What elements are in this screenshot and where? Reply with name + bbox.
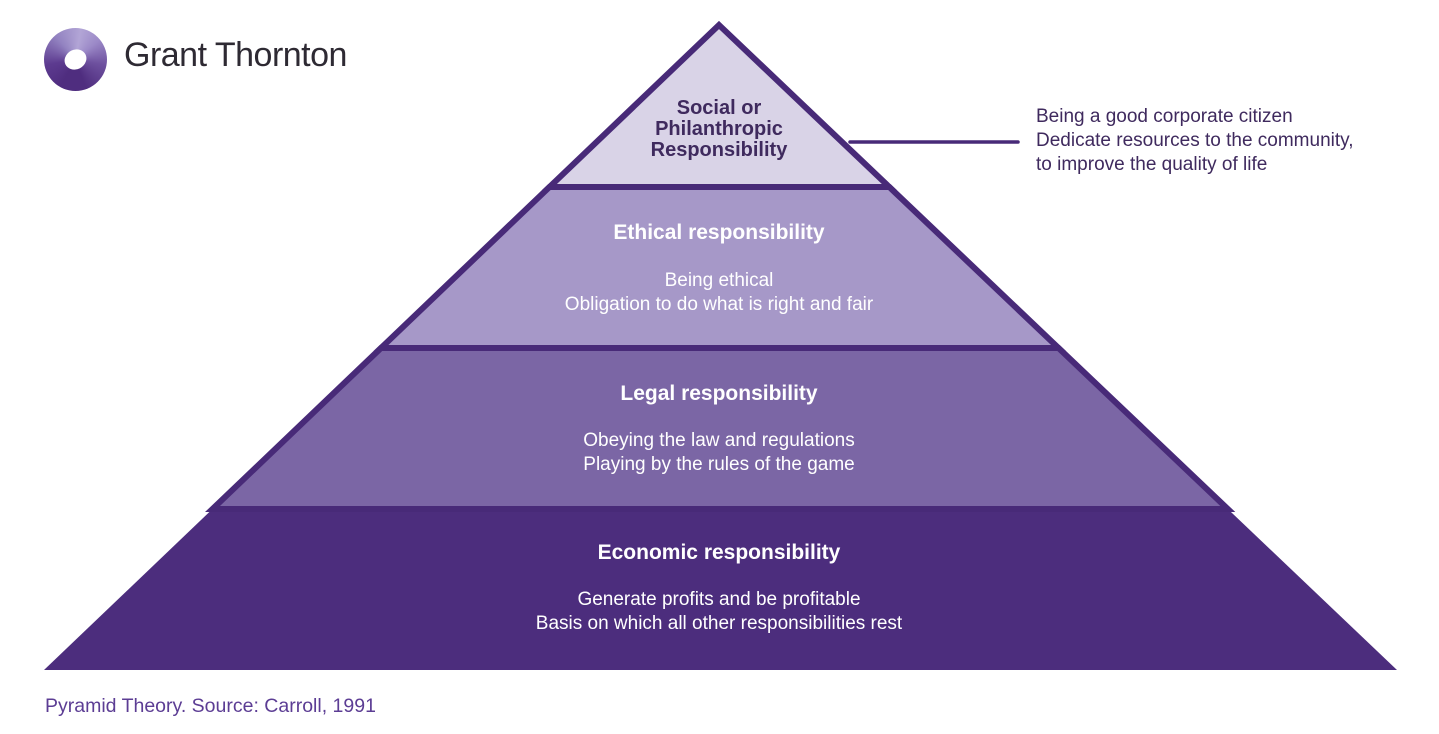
tier-ethical-shape [373,184,1067,351]
tier-legal-body-line: Obeying the law and regulations [583,430,855,451]
social-tier-annotation: Being a good corporate citizen Dedicate … [1036,105,1416,177]
tier-economic-shape [44,509,1397,670]
tier-legal-body: Obeying the law and regulations Playing … [359,429,1079,477]
tier-economic-title: Economic responsibility [597,541,841,564]
tier-ethical-body: Being ethical Obligation to do what is r… [359,269,1079,317]
tier-ethical-title: Ethical responsibility [613,221,825,244]
tier-social-title-line: Social or [676,97,762,119]
tier-ethical-body-line: Being ethical [664,270,774,291]
tier-social-shape [542,20,897,190]
tier-legal-title: Legal responsibility [620,382,818,405]
tier-ethical-body-line: Obligation to do what is right and fair [564,294,874,315]
tier-social-title-line: Philanthropic [655,118,783,140]
annotation-line: Dedicate resources to the community, [1036,130,1354,151]
tier-legal-body-line: Playing by the rules of the game [583,454,855,475]
tier-social-title-line: Responsibility [650,139,788,161]
source-caption: Pyramid Theory. Source: Carroll, 1991 [45,695,376,717]
annotation-line: Being a good corporate citizen [1036,106,1293,127]
tier-economic-body-line: Basis on which all other responsibilitie… [535,613,903,634]
brand-name: Grant Thornton [124,36,347,74]
annotation-line: to improve the quality of life [1036,154,1268,175]
tier-social-title: Social or Philanthropic Responsibility [359,98,1079,161]
grant-thornton-roundel-icon [44,28,107,91]
tier-economic-body-line: Generate profits and be profitable [577,589,861,610]
tier-economic-body: Generate profits and be profitable Basis… [359,588,1079,636]
